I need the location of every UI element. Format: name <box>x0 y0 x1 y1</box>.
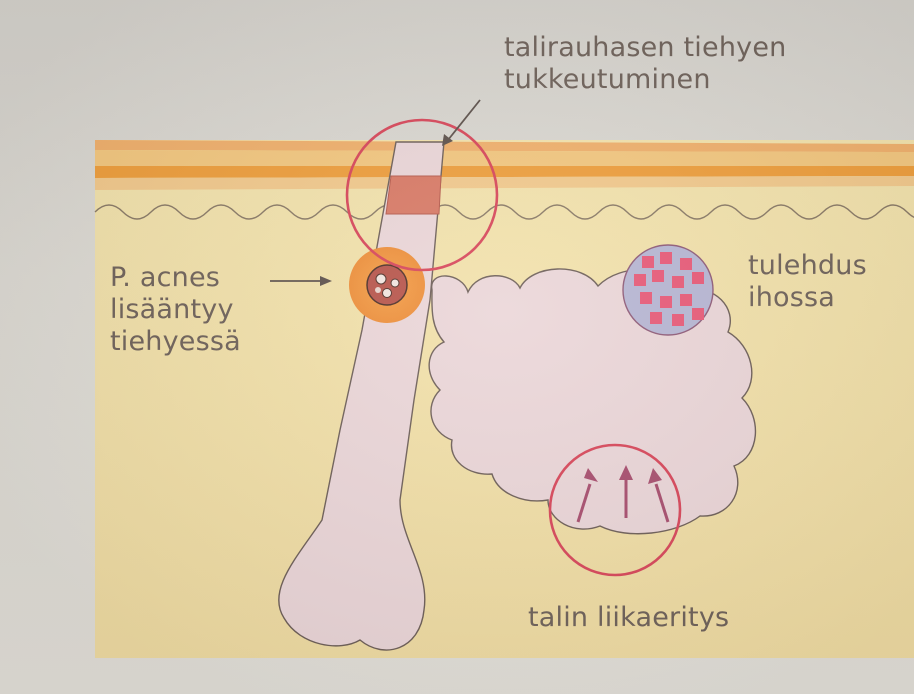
inflammation-label-line2: ihossa <box>748 282 898 314</box>
bacteria-cluster <box>349 247 425 323</box>
bacteria-label-line1: P. acnes <box>110 262 270 294</box>
inflammation-label-line1: tulehdus <box>748 250 898 282</box>
inflammation-spot <box>623 245 713 335</box>
bacteria-label: P. acnes lisääntyy tiehyessä <box>110 262 270 358</box>
inflammation-label: tulehdus ihossa <box>748 250 898 314</box>
duct-blockage-label-line1: talirauhasen tiehyen <box>504 32 844 64</box>
excess-sebum-label-line1: talin liikaeritys <box>528 602 828 634</box>
bacteria-label-line2: lisääntyy <box>110 294 270 326</box>
duct-blockage-label: talirauhasen tiehyen tukkeutuminen <box>504 32 844 96</box>
excess-sebum-label: talin liikaeritys <box>528 602 828 634</box>
bacteria-label-line3: tiehyessä <box>110 326 270 358</box>
duct-plug <box>386 176 441 214</box>
duct-blockage-label-line2: tukkeutuminen <box>504 64 844 96</box>
